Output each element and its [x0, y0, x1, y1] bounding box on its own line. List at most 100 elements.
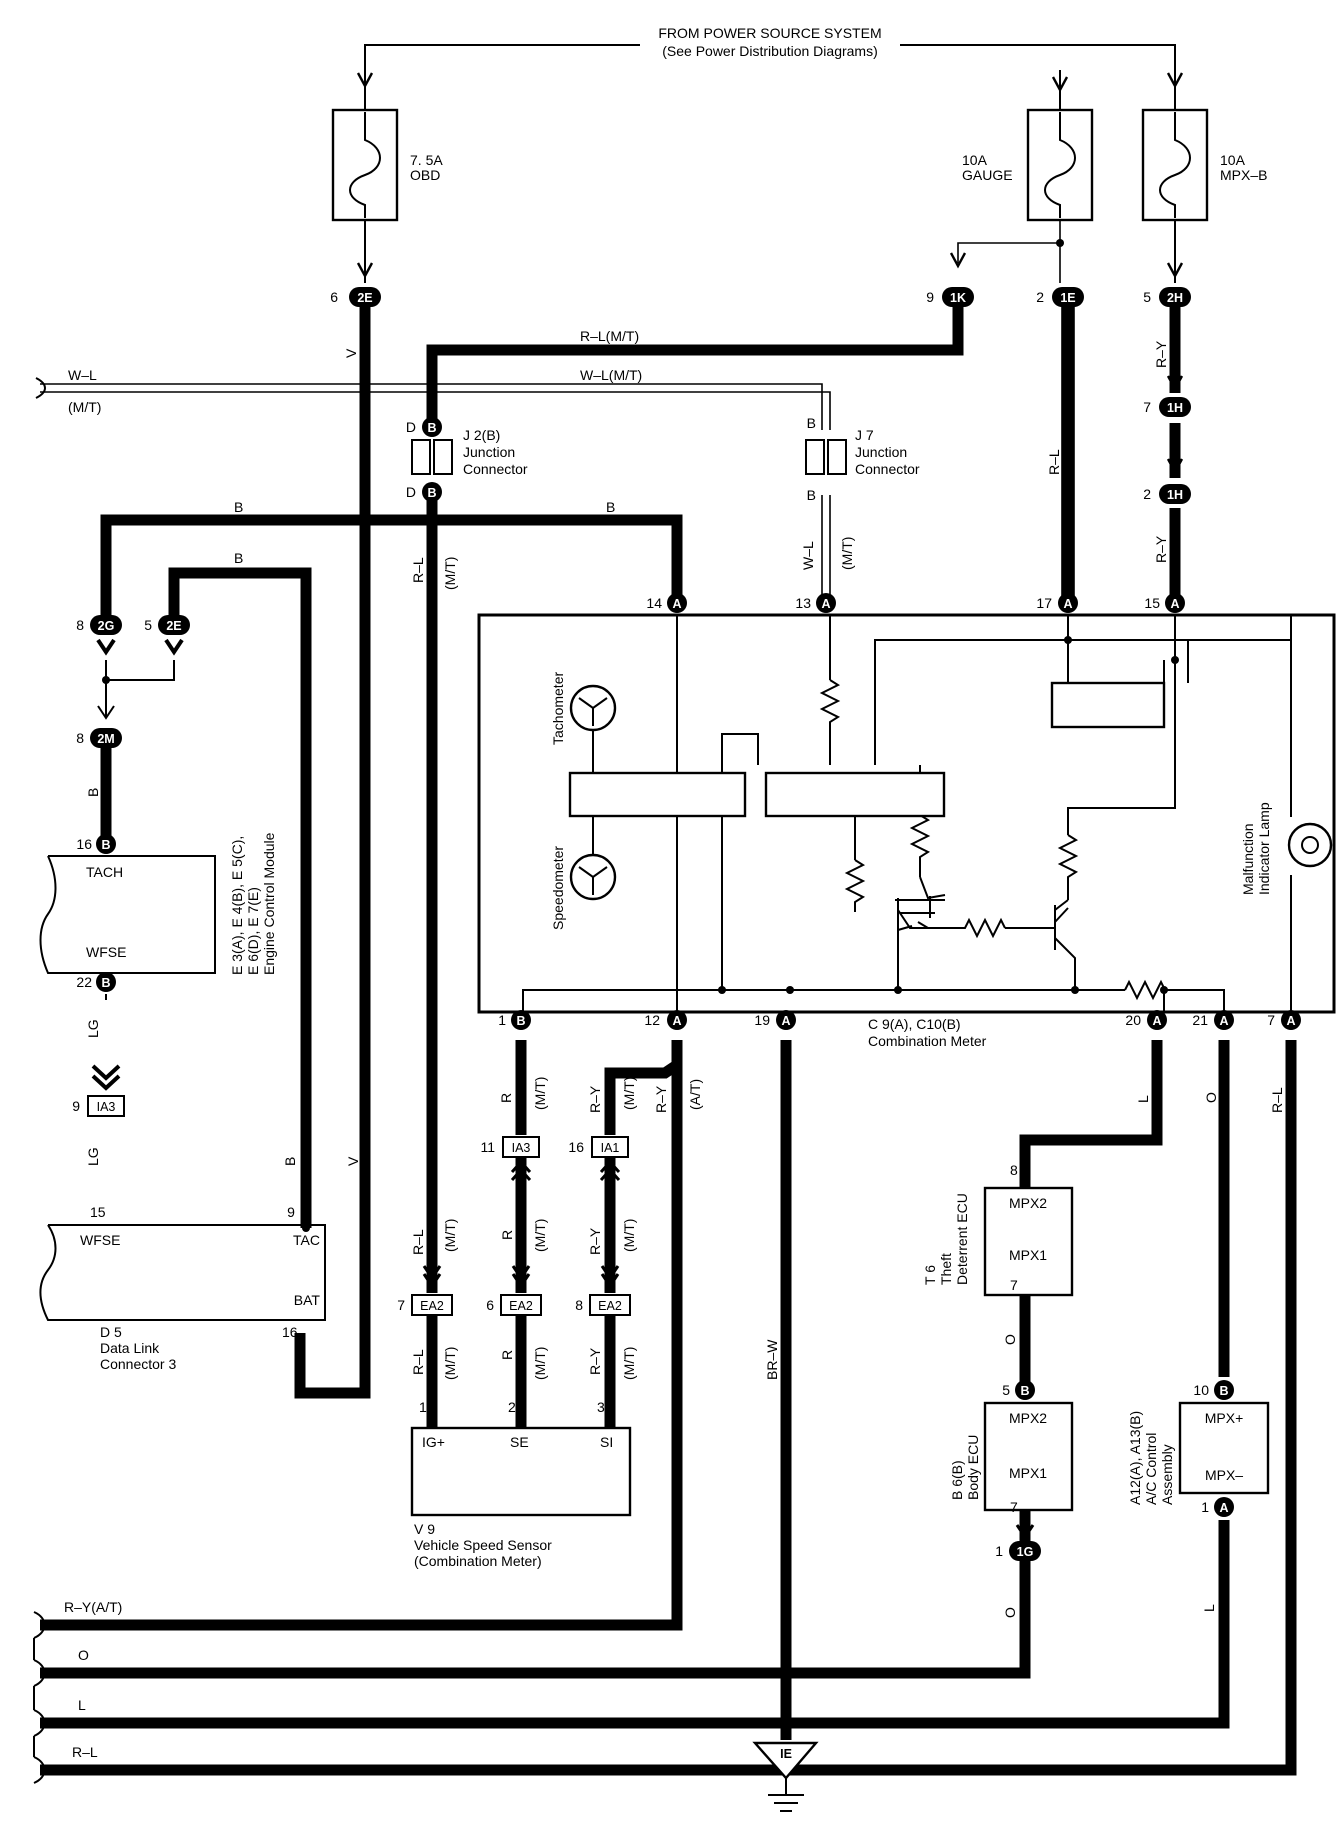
svg-text:FROM POWER SOURCE SYSTEM: FROM POWER SOURCE SYSTEM [658, 25, 881, 41]
svg-text:B: B [234, 550, 243, 566]
svg-text:R–L(M/T): R–L(M/T) [580, 328, 639, 344]
svg-text:10: 10 [1193, 1382, 1209, 1398]
junction-connector-j7: B B J 7 Junction Connector [805, 415, 920, 503]
svg-text:EA2: EA2 [509, 1299, 533, 1313]
svg-text:MPX2: MPX2 [1009, 1195, 1047, 1211]
svg-text:(M/T): (M/T) [68, 399, 101, 415]
svg-text:A: A [672, 597, 681, 611]
svg-text:A: A [1219, 1014, 1228, 1028]
svg-text:B: B [101, 838, 110, 852]
connector-2E-left: 2E 5 [144, 615, 190, 656]
meter-connector-15A: A 15 [1144, 593, 1185, 613]
svg-text:B: B [282, 1157, 298, 1166]
meter-connector-1B: B 1 [498, 1010, 531, 1030]
svg-text:7. 5A: 7. 5A [410, 152, 443, 168]
svg-text:Engine Control Module: Engine Control Module [261, 832, 277, 975]
meter-connector-19A: A 19 [754, 1010, 796, 1030]
body-ecu: B 5 MPX2 MPX1 7 B 6(B) Body ECU [949, 1380, 1074, 1540]
svg-text:Speedometer: Speedometer [550, 846, 566, 930]
svg-text:R: R [499, 1230, 515, 1240]
svg-text:B 6(B): B 6(B) [949, 1460, 965, 1500]
svg-text:Connector 3: Connector 3 [100, 1356, 176, 1372]
connector-1H-a: 1H 7 [1143, 397, 1191, 417]
junction-connector-j2: B D B D J 2(B) Junction Connector [406, 417, 528, 502]
connector-IA1: IA1 16 [568, 1136, 629, 1182]
connector-IA3-left: IA3 9 [72, 1064, 125, 1117]
svg-text:2H: 2H [1167, 291, 1183, 305]
svg-text:16: 16 [76, 836, 92, 852]
svg-text:10A: 10A [1220, 152, 1246, 168]
svg-text:A: A [672, 1014, 681, 1028]
svg-text:MPX–B: MPX–B [1220, 167, 1267, 183]
svg-text:7: 7 [1143, 399, 1151, 415]
svg-text:D 5: D 5 [100, 1324, 122, 1340]
ac-control-assembly: B 10 MPX+ MPX– A 1 A12(A), A13(B) A/C Co… [1127, 1380, 1270, 1517]
svg-text:D: D [406, 484, 416, 500]
svg-text:V: V [345, 1156, 361, 1166]
svg-text:Data Link: Data Link [100, 1340, 160, 1356]
svg-text:15: 15 [90, 1204, 106, 1220]
svg-text:2M: 2M [97, 732, 114, 746]
svg-text:22: 22 [76, 974, 92, 990]
svg-text:Junction: Junction [855, 444, 907, 460]
data-link-connector-3: 15 9 WFSE TAC BAT 16 D 5 Data Link Conne… [39, 1204, 326, 1372]
svg-text:(M/T): (M/T) [442, 1219, 458, 1252]
theft-deterrent-ecu: 8 MPX2 MPX1 7 T 6 Theft Deterrent ECU [922, 1162, 1074, 1297]
svg-text:R–L: R–L [410, 557, 426, 583]
svg-text:MPX–: MPX– [1205, 1467, 1243, 1483]
ground-ie-icon: IE [752, 1741, 819, 1812]
svg-text:21: 21 [1192, 1012, 1208, 1028]
thin-wires [35, 220, 1176, 718]
svg-text:1G: 1G [1017, 1545, 1034, 1559]
svg-text:2G: 2G [98, 619, 115, 633]
connector-1G: 1G 1 [995, 1541, 1041, 1561]
svg-text:R–Y: R–Y [587, 1227, 603, 1255]
svg-text:1: 1 [995, 1543, 1003, 1559]
connector-EA2-6: EA2 6 [486, 1265, 542, 1316]
svg-text:BR–W: BR–W [764, 1339, 780, 1380]
svg-text:A: A [1170, 597, 1179, 611]
svg-text:L: L [1201, 1604, 1217, 1612]
svg-text:9: 9 [287, 1204, 295, 1220]
svg-text:A: A [821, 597, 830, 611]
svg-text:R: R [498, 1093, 514, 1103]
svg-text:12: 12 [644, 1012, 660, 1028]
svg-text:19: 19 [754, 1012, 770, 1028]
wire-labels: V R–L(M/T) W–L(M/T) W–L (M/T) R–Y R–L R–… [64, 328, 1285, 1760]
svg-text:B: B [1219, 1384, 1228, 1398]
connector-2G: 2G 8 [76, 615, 122, 656]
meter-connector-14A: A 14 [646, 593, 687, 613]
svg-text:(M/T): (M/T) [532, 1077, 548, 1110]
svg-text:IA3: IA3 [512, 1141, 531, 1155]
svg-text:2E: 2E [166, 619, 181, 633]
svg-text:B: B [101, 976, 110, 990]
svg-text:TAC: TAC [293, 1232, 320, 1248]
svg-text:MPX1: MPX1 [1009, 1465, 1047, 1481]
meter-connector-7A: A 7 [1267, 1010, 1301, 1030]
svg-text:6: 6 [330, 289, 338, 305]
svg-text:7: 7 [1267, 1012, 1275, 1028]
power-source-label: FROM POWER SOURCE SYSTEM (See Power Dist… [658, 25, 881, 59]
svg-text:L: L [1135, 1095, 1151, 1103]
speedo-drive-block [764, 771, 946, 818]
svg-text:C 9(A), C10(B): C 9(A), C10(B) [868, 1016, 961, 1032]
svg-text:Combination Meter: Combination Meter [868, 1033, 987, 1049]
svg-text:TACH: TACH [86, 864, 123, 880]
svg-text:O: O [78, 1647, 89, 1663]
svg-text:A: A [1152, 1014, 1161, 1028]
svg-text:B: B [427, 421, 436, 435]
svg-text:3: 3 [597, 1399, 605, 1415]
meter-connector-13A: A 13 [795, 593, 836, 613]
svg-text:IE: IE [780, 1747, 792, 1761]
svg-text:MPX2: MPX2 [1009, 1410, 1047, 1426]
connector-EA2-8: EA2 8 [575, 1265, 631, 1316]
svg-text:R–L: R–L [410, 1349, 426, 1375]
svg-text:Assembly: Assembly [1159, 1444, 1175, 1505]
connector-2H: 2H 5 [1143, 287, 1191, 307]
svg-text:IA3: IA3 [97, 1100, 116, 1114]
svg-text:T 6: T 6 [922, 1265, 938, 1285]
meter-connector-12A: A 12 [644, 1010, 687, 1030]
svg-text:6: 6 [486, 1297, 494, 1313]
svg-text:W–L: W–L [800, 541, 816, 570]
svg-text:15: 15 [1144, 595, 1160, 611]
